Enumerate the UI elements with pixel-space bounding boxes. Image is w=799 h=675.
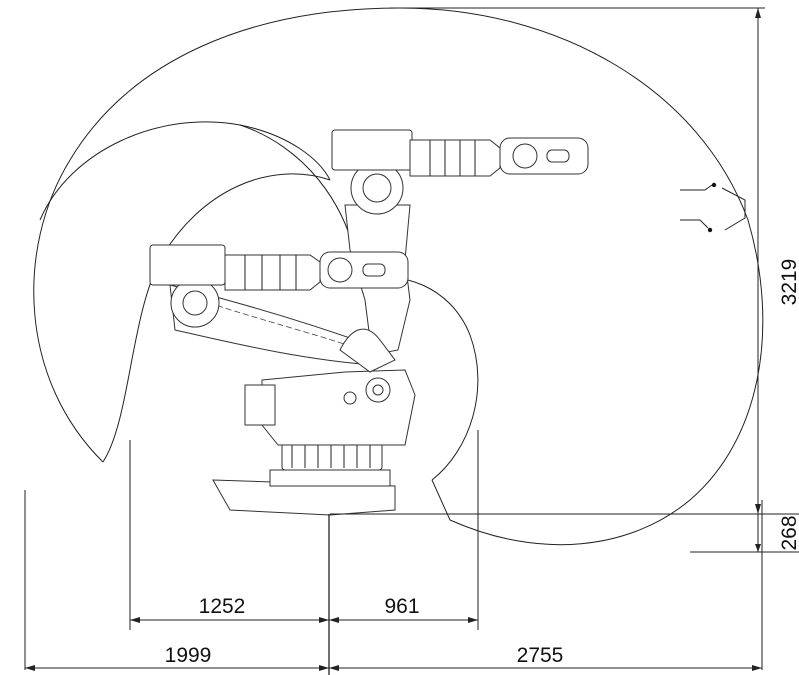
upper-joint: [362, 173, 392, 203]
dim-label-outer-left: 1999: [165, 644, 212, 667]
robot-upper-arm-horizontal: [224, 254, 321, 291]
robot-illustration: [149, 129, 589, 516]
upper-left-loop: [39, 121, 331, 221]
wrist-raised-joint: [512, 143, 538, 169]
axis2-joint-hub: [372, 384, 384, 396]
lower-joint: [182, 290, 208, 316]
robot-upper-arm-raised: [409, 139, 501, 177]
wrist-raised-label: [546, 149, 570, 163]
dimension-labels: 3219 268 1252 961 1999 2755: [165, 259, 799, 667]
dimension-lines: [25, 8, 762, 671]
dim-label-inner-right: 961: [384, 595, 419, 618]
dim-label-outer-right: 2755: [517, 644, 564, 667]
reference-lines: [24, 7, 799, 675]
axis3-motor-lower: [149, 244, 226, 286]
outer-reach-arc: [33, 7, 764, 546]
dim-label-base-height: 268: [778, 515, 799, 550]
robot-base-plinth: [269, 469, 391, 487]
robot-lower-arm-link: [339, 328, 396, 373]
robot-lower-housing: [261, 369, 416, 446]
dim-label-inner-left: 1252: [199, 595, 246, 618]
axis1-motor: [244, 384, 276, 426]
axis3-motor-housing: [331, 129, 413, 171]
dim-label-reach-height: 3219: [778, 259, 799, 306]
axis2-bolt: [343, 391, 357, 405]
wrist-horizontal-label: [362, 263, 386, 277]
upper-arm-ribs: [429, 140, 476, 176]
horizontal-arm-ribs: [244, 255, 297, 290]
tool-center-symbol: [680, 182, 746, 233]
base-bolts: [291, 442, 371, 468]
wrist-horizontal-joint: [327, 257, 353, 283]
